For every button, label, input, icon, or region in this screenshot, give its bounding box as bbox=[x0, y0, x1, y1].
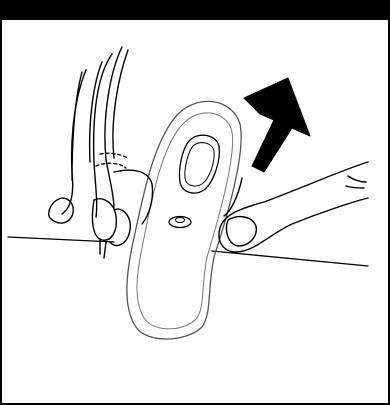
device-button-inner bbox=[176, 218, 185, 223]
hand-finger-middle-back bbox=[90, 62, 102, 162]
surface-line bbox=[8, 237, 368, 266]
hand-fingertip-2 bbox=[110, 209, 130, 245]
hand-thumb-crease bbox=[346, 176, 366, 188]
instruction-illustration bbox=[2, 2, 388, 403]
hand-thumb bbox=[219, 162, 368, 252]
hand-palm-edge bbox=[114, 170, 153, 224]
hand-fingertip-3 bbox=[49, 198, 74, 223]
up-right-arrow-icon bbox=[244, 78, 310, 172]
device-display-inner bbox=[185, 143, 214, 186]
hand-finger-ring bbox=[62, 70, 86, 214]
hand-thumbnail bbox=[226, 217, 256, 246]
hand-wrist-lines bbox=[100, 240, 106, 258]
hand-knuckle-lines bbox=[96, 153, 128, 168]
